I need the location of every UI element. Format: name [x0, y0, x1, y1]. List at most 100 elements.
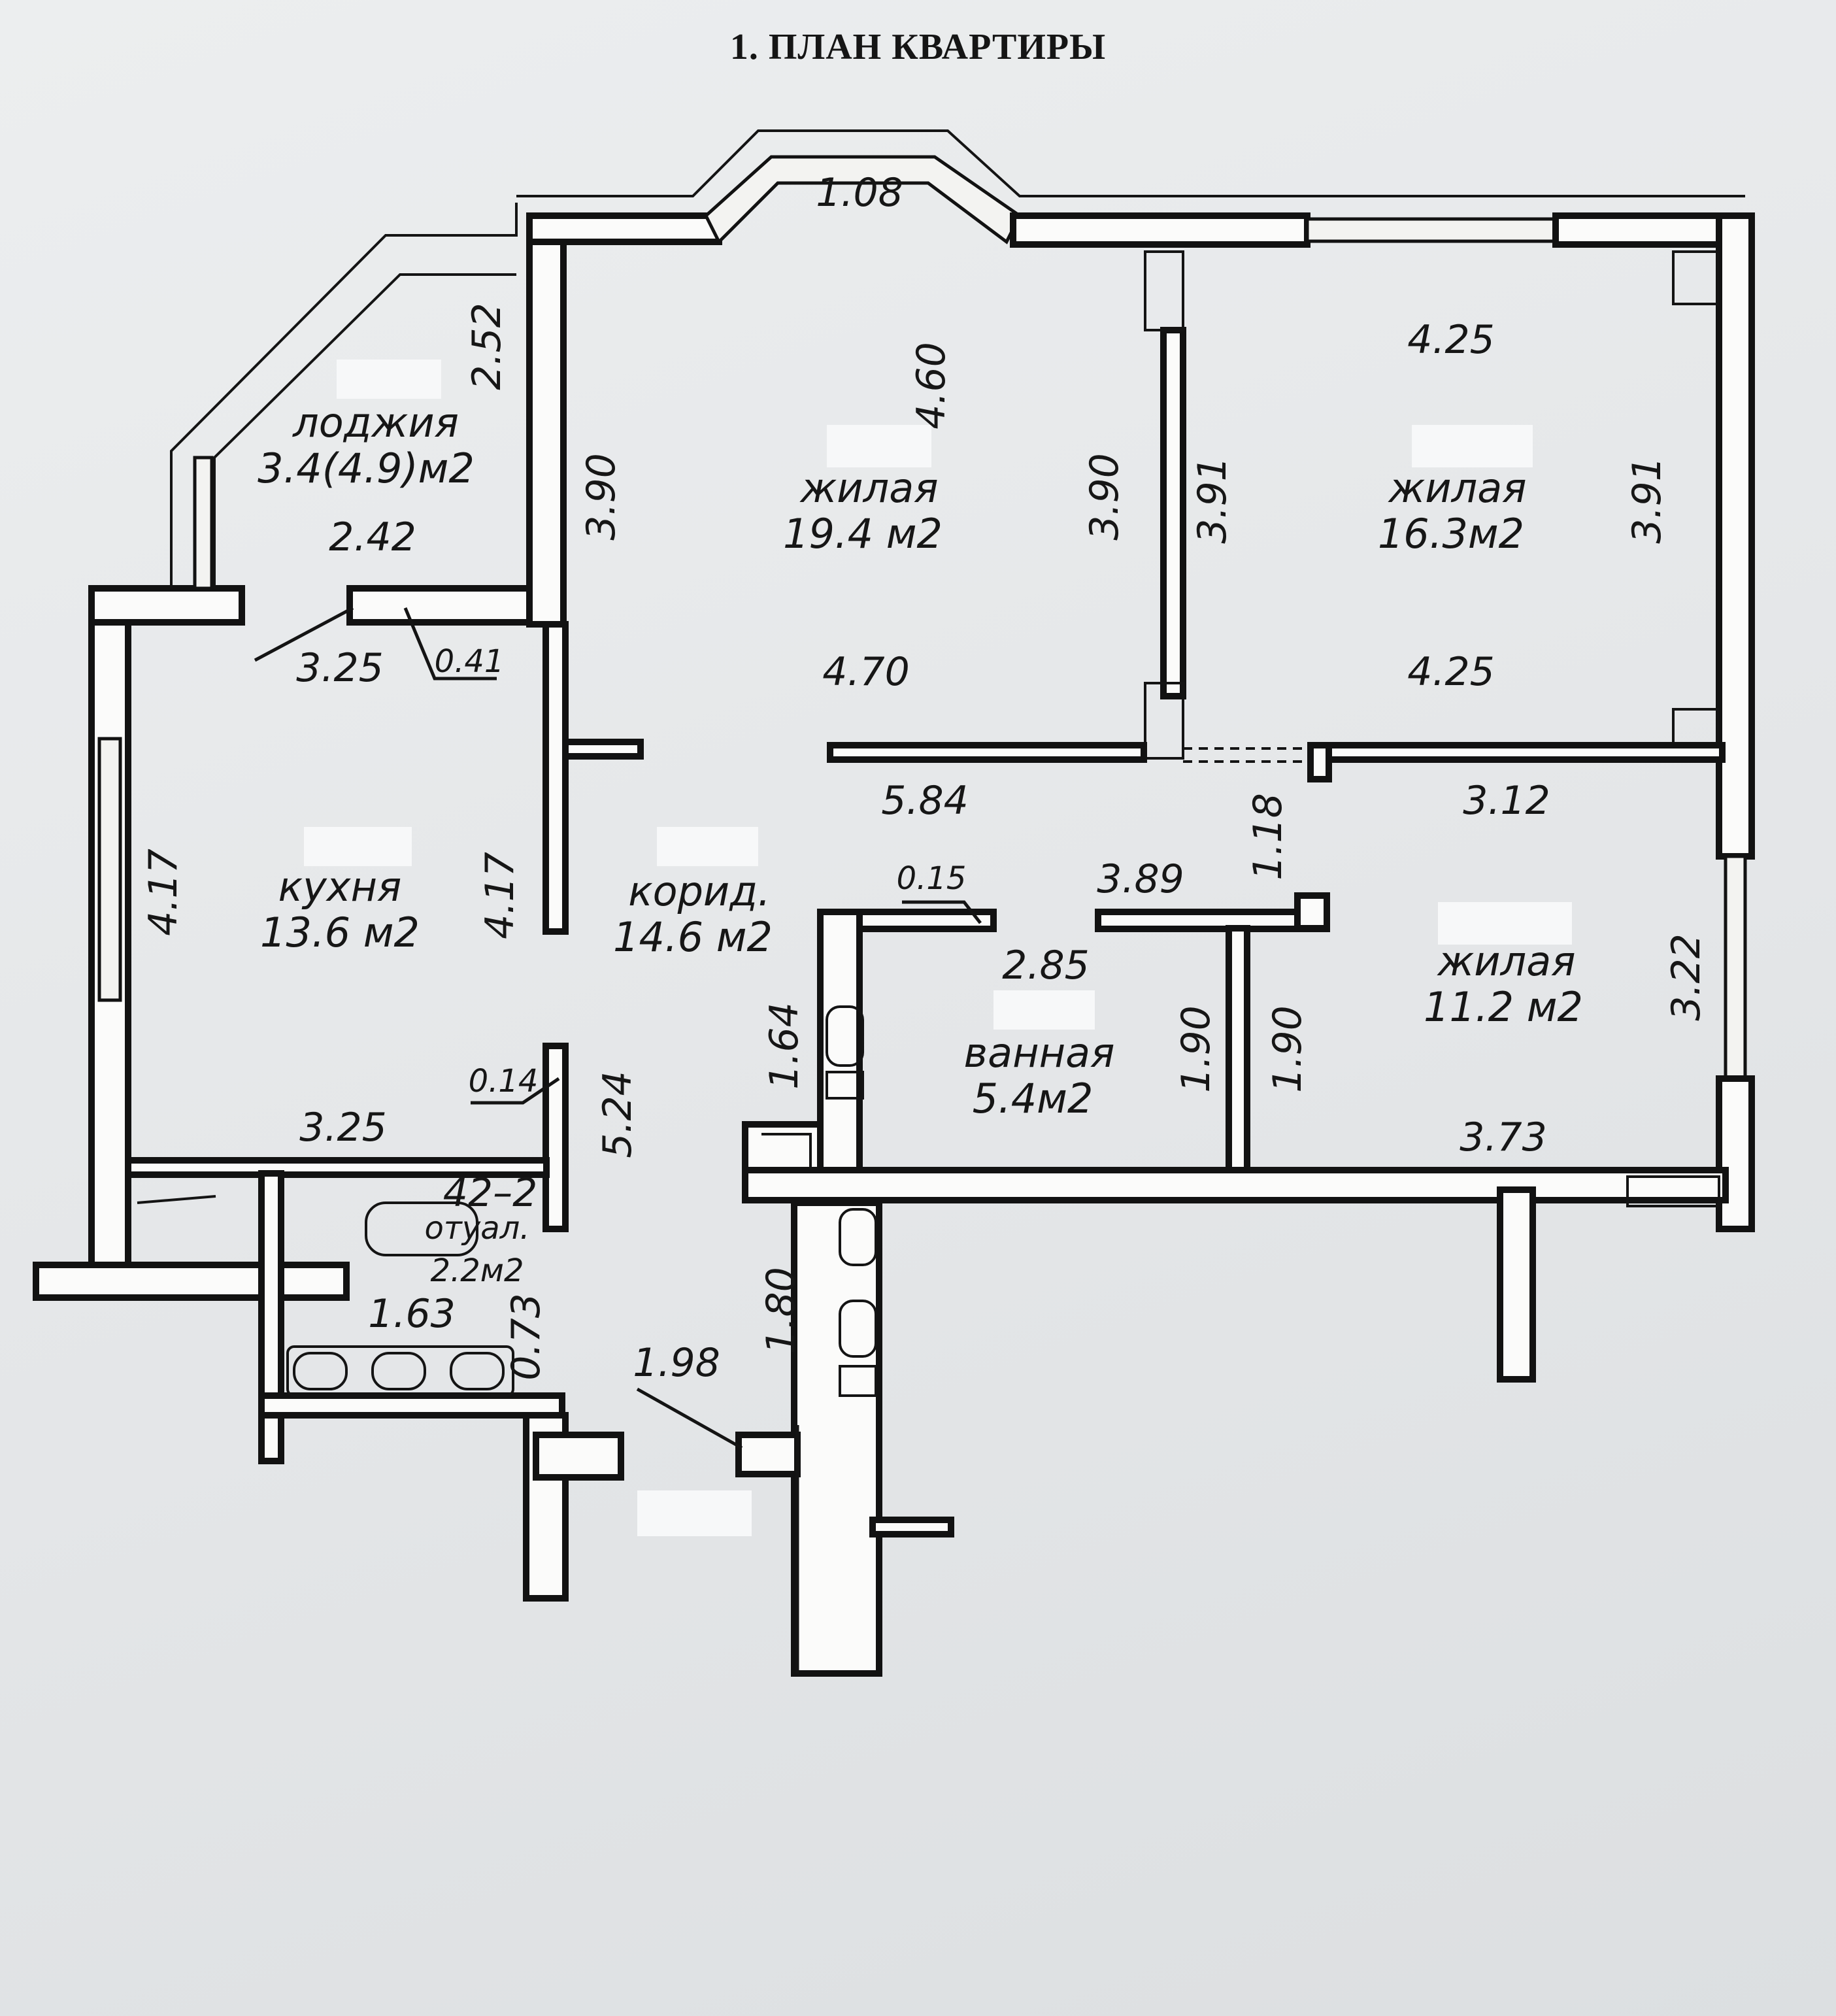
room-loggia-name: лоджия: [292, 399, 459, 446]
dim-label: 1.80: [758, 1267, 804, 1354]
wall-living2-stub: [1307, 742, 1332, 782]
redacted-label: [304, 827, 412, 866]
sink-base-icon: [839, 1365, 877, 1397]
dim-label: 2.85: [1002, 943, 1090, 988]
room-corridor-area: 14.6 м2: [613, 913, 773, 961]
dim-label: 3.90: [1082, 453, 1127, 541]
wall-wc-bottom: [258, 1392, 565, 1419]
basin-icon: [450, 1352, 505, 1390]
door-swing-icon: [761, 1133, 812, 1170]
leader-1-98: [636, 1387, 743, 1450]
window-living3: [1724, 854, 1747, 1081]
dim-label: 1.08: [816, 170, 903, 216]
wall-lower-left: [33, 1262, 350, 1301]
leader-0-14: [471, 1077, 560, 1105]
room-living1-name: жилая: [799, 464, 938, 512]
wall-shaft-arm: [735, 1432, 801, 1477]
dim-label: 5.84: [881, 778, 969, 824]
door-swing-icon: [137, 1195, 216, 1204]
pillar-top-right: [1672, 250, 1719, 305]
shaft-box: [533, 1432, 624, 1481]
dim-label: 4.25: [1407, 317, 1495, 363]
dim-label: 2.42: [329, 514, 416, 560]
wall-kitchen-bottom: [125, 1157, 550, 1178]
room-wc-area: 2.2м2: [430, 1252, 524, 1289]
room-bath-area: 5.4м2: [973, 1075, 1093, 1122]
redacted-label: [637, 1490, 752, 1536]
wall-kitchen-corridor: [542, 621, 569, 935]
redacted-label: [657, 827, 758, 866]
wall-living1-bottom: [827, 742, 1147, 763]
room-labels: лоджия 3.4(4.9)м2 жилая 19.4 м2 жилая 16…: [258, 399, 1583, 1289]
wall-outer-right-bottom: [1716, 1075, 1755, 1232]
walls: [33, 129, 1755, 1677]
dim-label: 3.73: [1460, 1115, 1547, 1160]
dim-label: 3.12: [1463, 778, 1550, 824]
room-corridor-name: корид.: [628, 867, 771, 915]
leader-0-15: [902, 900, 982, 924]
dim-label: 1.98: [633, 1340, 720, 1386]
dim-label: 0.15: [897, 860, 967, 897]
room-wc-name: отуал.: [424, 1210, 529, 1247]
dim-label: 3.25: [299, 1105, 387, 1151]
leader-0-41: [403, 607, 497, 680]
toilet-icon: [365, 1201, 478, 1256]
dim-label: 0.73: [503, 1293, 549, 1381]
pillar-top-mid: [1144, 250, 1184, 331]
pillar-mid: [1144, 682, 1184, 760]
dim-label: 3.91: [1624, 456, 1670, 544]
room-living3-name: жилая: [1436, 937, 1575, 985]
dim-label: 5.24: [595, 1071, 641, 1158]
window-bay: [703, 155, 1022, 245]
dim-label: 3.91: [1190, 456, 1235, 544]
fixtures: [137, 1005, 877, 1397]
dim-label: 1.90: [1265, 1005, 1310, 1093]
room-kitchen-area: 13.6 м2: [260, 909, 420, 956]
leader-3-25: [254, 606, 354, 662]
wall-loggia-inner: [213, 273, 516, 588]
redacted-label: [1412, 425, 1533, 467]
dim-label: 3.22: [1663, 933, 1709, 1021]
dim-label: 4.60: [909, 342, 954, 429]
wall-bath-living3: [1226, 925, 1250, 1177]
dim-label: 4.17: [477, 852, 523, 939]
room-living2-area: 16.3м2: [1378, 510, 1524, 558]
sink-base-icon: [826, 1071, 864, 1100]
redacted-label: [993, 990, 1095, 1030]
wall-living3-top: [1095, 909, 1330, 932]
dim-label: 0.41: [435, 643, 505, 680]
wall-living1-living2: [1160, 327, 1186, 699]
dim-label: 3.90: [578, 453, 624, 541]
wall-corridor-stub: [742, 1121, 824, 1173]
sink-icon: [839, 1208, 877, 1266]
window-living2: [1305, 217, 1558, 243]
redacted-label: [1438, 902, 1572, 945]
window-loggia-side: [193, 456, 214, 590]
dim-label: 3.89: [1097, 856, 1184, 902]
wall-top-mid: [1010, 212, 1310, 248]
wall-loggia-outer: [170, 203, 518, 588]
bathtub-icon: [286, 1345, 514, 1397]
dim-label: 4.70: [822, 649, 910, 695]
basin-icon: [371, 1352, 426, 1390]
wall-living1-left: [526, 222, 567, 628]
sink-icon: [839, 1300, 877, 1358]
redacted-label: [827, 425, 931, 467]
dim-label: 4.17: [141, 848, 186, 936]
leader-lines: [254, 606, 982, 1673]
wall-top-outline: [516, 129, 1745, 197]
dim-label: 1.63: [368, 1291, 456, 1337]
wall-living3-stub: [1294, 892, 1330, 932]
redaction-marks: [304, 360, 1572, 1536]
room-loggia-area: 3.4(4.9)м2: [258, 445, 475, 492]
redacted-label: [337, 360, 441, 399]
wall-shaft-vertical: [791, 1200, 882, 1677]
dim-label: 0.14: [469, 1063, 539, 1100]
room-living3-area: 11.2 м2: [1424, 983, 1583, 1031]
dim-label: 2.52: [464, 303, 510, 390]
wall-right-corner: [1626, 1175, 1720, 1207]
room-bath-name: ванная: [964, 1029, 1115, 1077]
room-living1-area: 19.4 м2: [783, 510, 943, 558]
